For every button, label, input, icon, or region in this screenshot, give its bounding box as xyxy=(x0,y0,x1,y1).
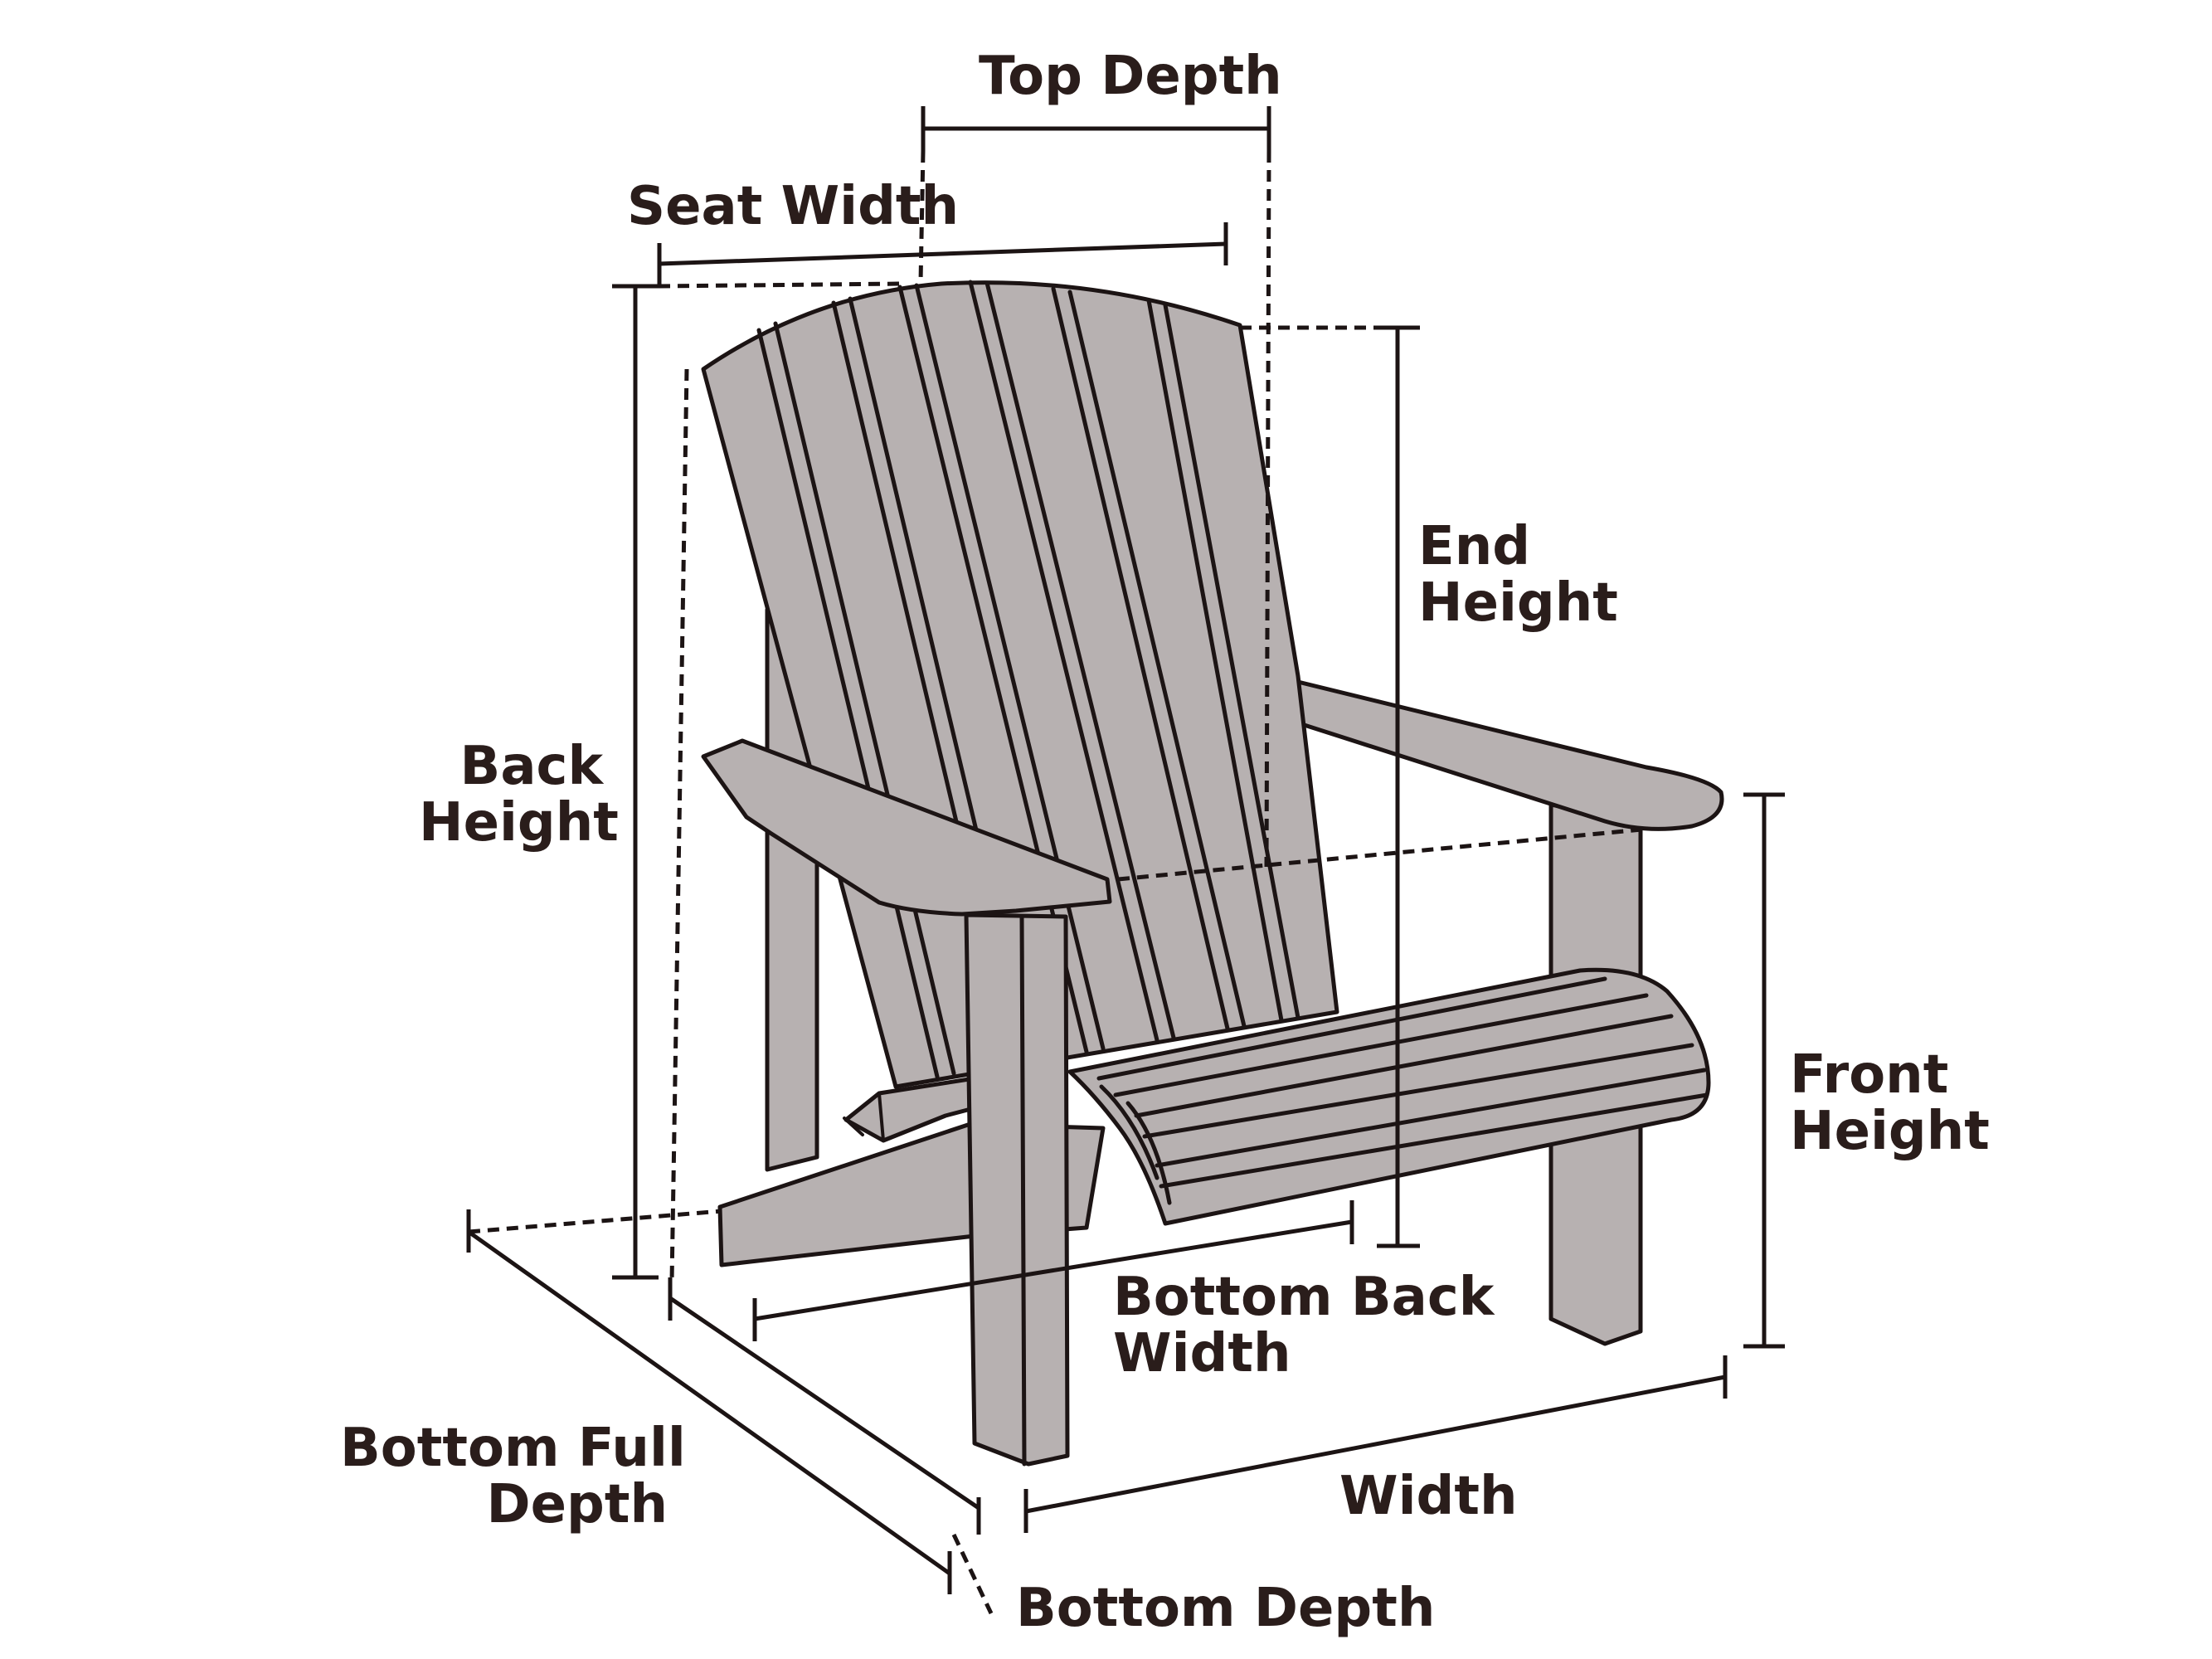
front-height-label-line1: Front xyxy=(1790,1044,1949,1106)
front-height-label-line2: Height xyxy=(1790,1101,1990,1162)
front-height-label: Front Height xyxy=(1790,1047,1990,1160)
bottom-full-depth-dimension-line xyxy=(467,1229,951,1576)
bottom-full-depth-label-line2: Depth xyxy=(486,1474,668,1535)
width-dimension-line xyxy=(1025,1374,1726,1514)
bottom-back-width-label-line1: Bottom Back xyxy=(1113,1267,1495,1328)
seat-width-dimension-line xyxy=(659,241,1227,266)
back-height-label: Back Height xyxy=(419,736,619,854)
chair-seat-slats xyxy=(1096,976,1709,1205)
end-height-label: End Height xyxy=(1418,518,1618,631)
back-height-label-line1: Back xyxy=(459,736,603,797)
adirondack-chair-illustration xyxy=(701,280,1724,1467)
end-height-label-line2: Height xyxy=(1418,572,1618,634)
dimension-lines xyxy=(466,106,1785,1615)
bottom-full-depth-label-line1: Bottom Full xyxy=(340,1418,686,1479)
bottom-full-depth-label: Bottom Full Depth xyxy=(340,1418,686,1535)
bottom-depth-dimension-line xyxy=(668,1296,980,1511)
chair-left-armrest xyxy=(701,738,1112,917)
bottom-back-width-label-line2: Width xyxy=(1113,1323,1291,1384)
end-height-label-line1: End xyxy=(1418,516,1531,577)
bottom-depth-label: Bottom Depth xyxy=(1016,1578,1436,1639)
top-depth-label: Top Depth xyxy=(979,46,1282,107)
chair-right-armrest xyxy=(1291,679,1724,831)
bottom-back-width-dimension-line xyxy=(754,1219,1353,1321)
seat-width-label: Seat Width xyxy=(627,176,960,237)
bottom-back-width-label: Bottom Back Width xyxy=(1113,1269,1494,1382)
chair-front-left-leg xyxy=(964,912,1070,1467)
back-height-label-line2: Height xyxy=(419,792,619,854)
width-label: Width xyxy=(1339,1466,1518,1527)
